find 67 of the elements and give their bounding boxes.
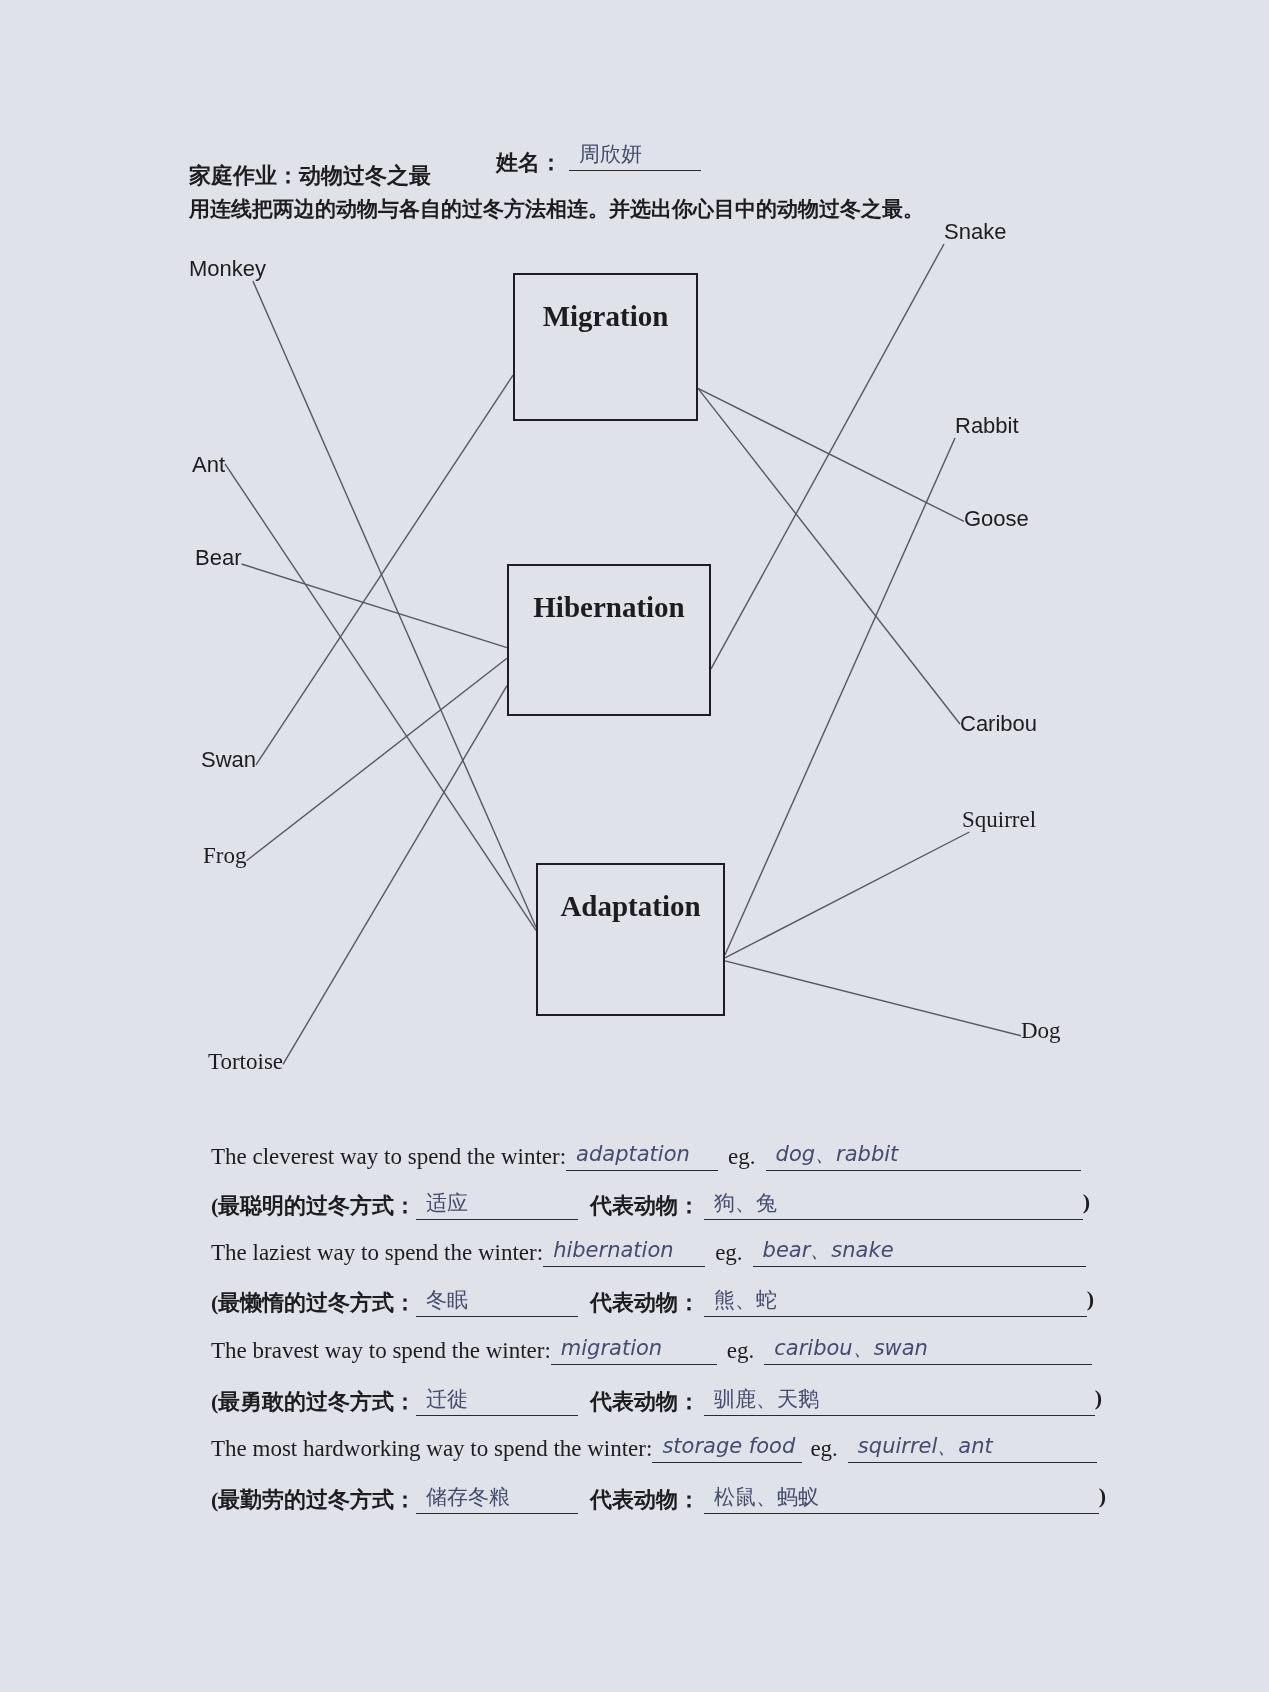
- fill-in-line: 熊、蛇: [704, 1286, 1087, 1317]
- fill-in-line: bear、snake: [752, 1236, 1086, 1267]
- closing-bracket: ): [1086, 1285, 1094, 1313]
- method-box: Migration: [513, 273, 698, 421]
- connecting-line: [282, 684, 508, 1066]
- example-label: eg.: [810, 1435, 838, 1463]
- fill-in-line: 适应: [416, 1189, 579, 1220]
- example-label: eg.: [726, 1337, 755, 1365]
- connecting-line: [255, 374, 514, 766]
- question-text: (最勤劳的过冬方式：: [211, 1486, 417, 1514]
- example-label: 代表动物：: [590, 1388, 701, 1416]
- fill-in-line: migration: [550, 1334, 717, 1365]
- name-label: 姓名：: [496, 150, 562, 176]
- connecting-line: [697, 387, 965, 523]
- animal-name: Goose: [964, 507, 1029, 531]
- fill-in-line: hibernation: [543, 1236, 706, 1267]
- example-label: 代表动物：: [590, 1192, 701, 1220]
- worksheet-title: 家庭作业：动物过冬之最: [189, 163, 431, 189]
- example-label: eg.: [728, 1143, 756, 1171]
- example-label: 代表动物：: [590, 1289, 701, 1317]
- connecting-line: [724, 960, 1022, 1037]
- connecting-line: [240, 563, 508, 649]
- animal-name: Dog: [1021, 1019, 1061, 1043]
- example-label: eg.: [715, 1239, 743, 1267]
- fill-in-line: adaptation: [566, 1140, 719, 1171]
- fill-in-line: 周欣妍: [569, 140, 701, 171]
- animal-name: Frog: [203, 844, 247, 868]
- animal-name: Swan: [201, 748, 257, 772]
- question-text: (最懒惰的过冬方式：: [211, 1289, 417, 1317]
- fill-in-line: 松鼠、蚂蚁: [704, 1483, 1099, 1514]
- connecting-line: [697, 387, 961, 725]
- animal-name: Monkey: [189, 257, 267, 281]
- closing-bracket: ): [1094, 1384, 1102, 1412]
- question-text: The laziest way to spend the winter:: [211, 1239, 544, 1267]
- question-text: The cleverest way to spend the winter:: [211, 1143, 567, 1171]
- fill-in-line: 驯鹿、天鹅: [704, 1385, 1095, 1416]
- connecting-line: [252, 280, 537, 928]
- question-text: (最聪明的过冬方式：: [211, 1192, 417, 1220]
- closing-bracket: ): [1082, 1188, 1090, 1216]
- fill-in-line: dog、rabbit: [765, 1140, 1081, 1171]
- connecting-line: [224, 463, 537, 931]
- animal-name: Tortoise: [208, 1050, 284, 1074]
- method-box: Adaptation: [536, 863, 725, 1016]
- animal-name: Squirrel: [962, 808, 1037, 832]
- question-text: (最勇敢的过冬方式：: [211, 1388, 417, 1416]
- fill-in-line: 狗、兔: [704, 1189, 1083, 1220]
- fill-in-line: 迁徙: [416, 1385, 579, 1416]
- animal-name: Rabbit: [955, 414, 1019, 438]
- instruction-text: 用连线把两边的动物与各自的过冬方法相连。并选出你心目中的动物过冬之最。: [189, 196, 924, 222]
- connecting-line: [724, 831, 971, 959]
- animal-name: Bear: [195, 546, 242, 570]
- animal-name: Caribou: [960, 712, 1038, 736]
- animal-name: Ant: [192, 453, 226, 477]
- connecting-line: [724, 437, 956, 956]
- connecting-line: [710, 243, 945, 670]
- fill-in-line: 储存冬粮: [416, 1483, 579, 1514]
- example-label: 代表动物：: [590, 1486, 701, 1514]
- fill-in-line: squirrel、ant: [847, 1432, 1097, 1463]
- method-box: Hibernation: [507, 564, 711, 716]
- connecting-line: [245, 657, 508, 862]
- animal-name: Snake: [944, 220, 1007, 244]
- question-text: The most hardworking way to spend the winter:: [211, 1435, 653, 1463]
- question-text: The bravest way to spend the winter:: [211, 1337, 551, 1365]
- fill-in-line: caribou、swan: [764, 1334, 1092, 1365]
- fill-in-line: 冬眠: [416, 1286, 579, 1317]
- fill-in-line: storage food: [652, 1432, 803, 1463]
- closing-bracket: ): [1098, 1482, 1106, 1510]
